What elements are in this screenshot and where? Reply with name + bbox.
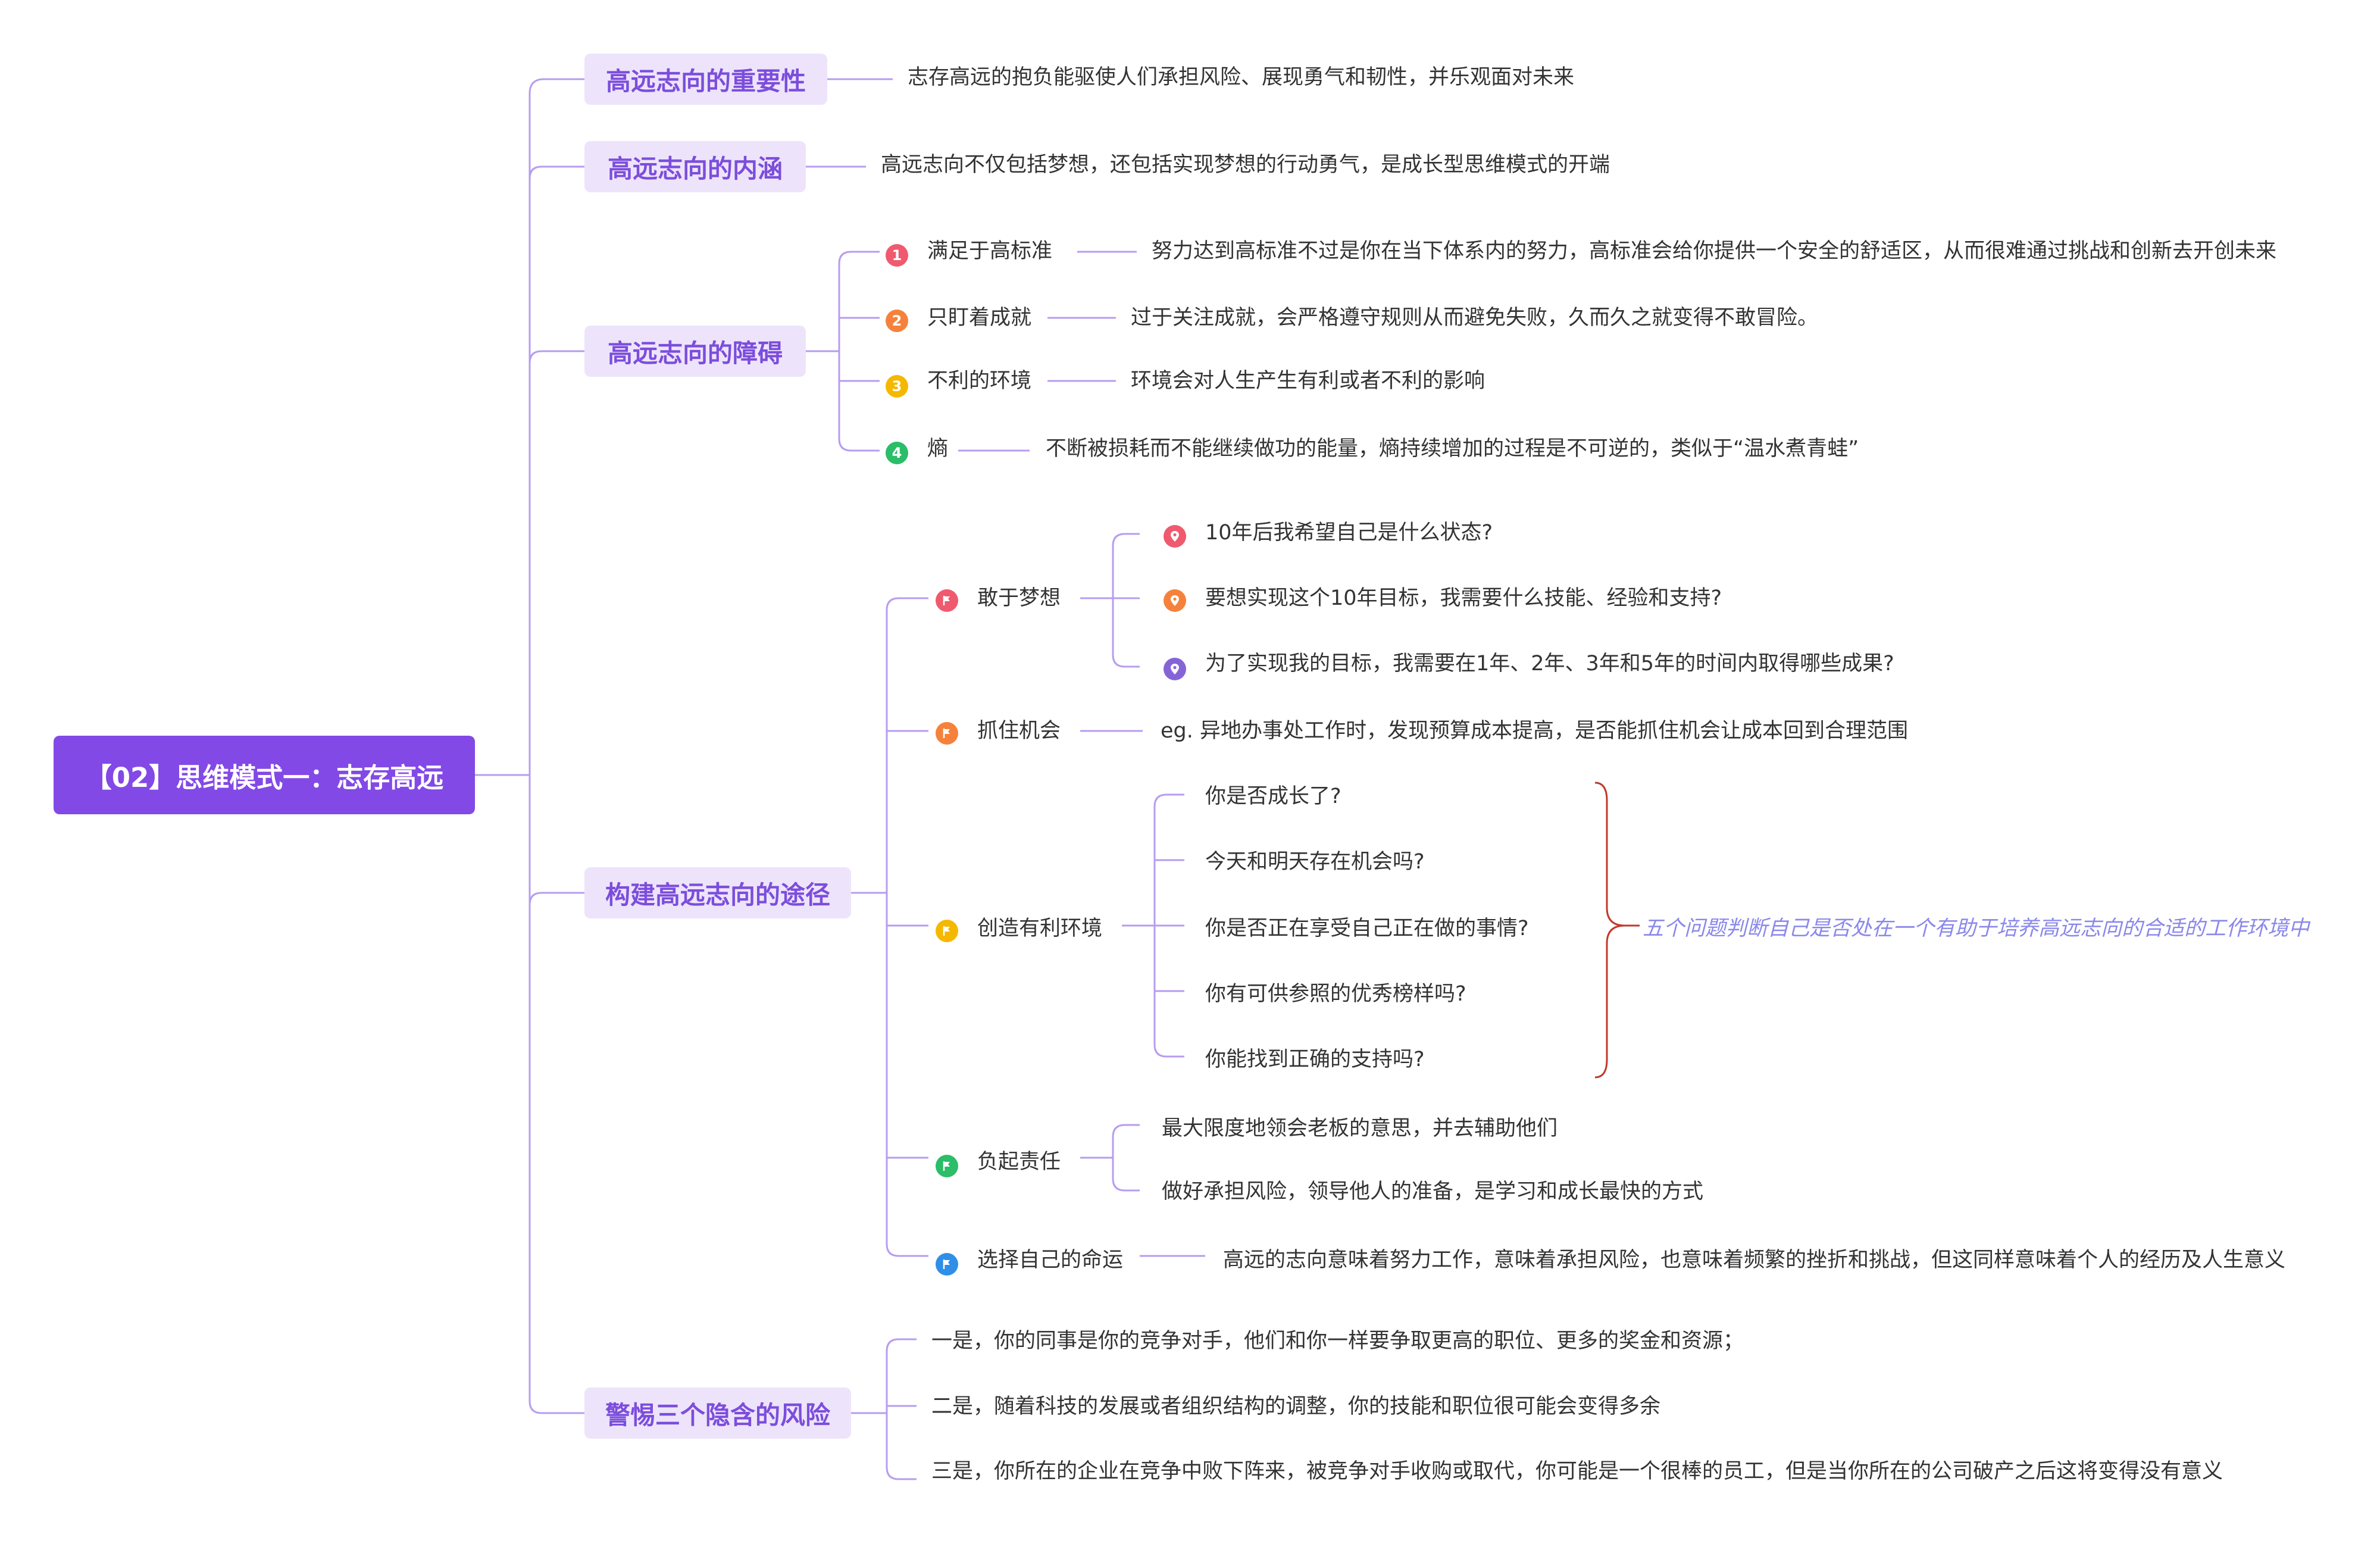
flag-icon bbox=[936, 1155, 958, 1177]
path-opportunity-label[interactable]: 抓住机会 bbox=[977, 719, 1061, 743]
path-environment-label[interactable]: 创造有利环境 bbox=[977, 917, 1103, 940]
number-2-icon: 2 bbox=[886, 310, 908, 332]
flag-icon bbox=[936, 722, 958, 745]
branch-risks[interactable]: 警惕三个隐含的风险 bbox=[584, 1387, 851, 1439]
risk-item: 二是，随着科技的发展或者组织结构的调整，你的技能和职位很可能会变得多余 bbox=[931, 1395, 1661, 1418]
pin-icon bbox=[1164, 525, 1186, 548]
flag-icon bbox=[936, 1253, 958, 1276]
obstacle-desc: 不断被损耗而不能继续做功的能量，熵持续增加的过程是不可逆的，类似于“温水煮青蛙” bbox=[1046, 437, 1859, 461]
environment-question: 你有可供参照的优秀榜样吗? bbox=[1205, 982, 1466, 1006]
branch-meaning[interactable]: 高远志向的内涵 bbox=[584, 141, 806, 192]
environment-question: 你是否成长了? bbox=[1205, 785, 1341, 808]
destiny-desc: 高远的志向意味着努力工作，意味着承担风险，也意味着频繁的挫折和挑战，但这同样意味… bbox=[1223, 1248, 2286, 1272]
responsibility-item: 最大限度地领会老板的意思，并去辅助他们 bbox=[1162, 1117, 1558, 1140]
flag-icon bbox=[936, 920, 958, 942]
number-3-icon: 3 bbox=[886, 375, 908, 398]
obstacle-label[interactable]: 熵 bbox=[927, 437, 949, 461]
pin-icon bbox=[1164, 658, 1186, 680]
risk-item: 三是，你所在的企业在竞争中败下阵来，被竞争对手收购或取代，你可能是一个很棒的员工… bbox=[931, 1460, 2223, 1483]
obstacle-desc: 过于关注成就，会严格遵守规则从而避免失败，久而久之就变得不敢冒险。 bbox=[1131, 306, 1819, 330]
path-dream-label[interactable]: 敢于梦想 bbox=[977, 586, 1061, 610]
dream-question: 要想实现这个10年目标，我需要什么技能、经验和支持? bbox=[1205, 586, 1722, 610]
obstacle-label[interactable]: 只盯着成就 bbox=[927, 306, 1032, 330]
importance-desc: 志存高远的抱负能驱使人们承担风险、展现勇气和韧性，并乐观面对未来 bbox=[908, 65, 1575, 89]
dream-question: 10年后我希望自己是什么状态? bbox=[1205, 521, 1493, 545]
branch-importance[interactable]: 高远志向的重要性 bbox=[584, 54, 827, 105]
responsibility-item: 做好承担风险，领导他人的准备，是学习和成长最快的方式 bbox=[1162, 1180, 1704, 1204]
branch-paths[interactable]: 构建高远志向的途径 bbox=[584, 867, 851, 918]
number-4-icon: 4 bbox=[886, 442, 908, 464]
obstacle-label[interactable]: 满足于高标准 bbox=[927, 239, 1053, 263]
path-responsibility-label[interactable]: 负起责任 bbox=[977, 1150, 1061, 1174]
branch-obstacles[interactable]: 高远志向的障碍 bbox=[584, 326, 806, 377]
environment-question: 今天和明天存在机会吗? bbox=[1205, 850, 1425, 874]
dream-question: 为了实现我的目标，我需要在1年、2年、3年和5年的时间内取得哪些成果? bbox=[1205, 652, 1894, 676]
pin-icon bbox=[1164, 589, 1186, 612]
obstacle-label[interactable]: 不利的环境 bbox=[927, 369, 1032, 393]
summary-brace bbox=[1594, 782, 1625, 1079]
path-destiny-label[interactable]: 选择自己的命运 bbox=[977, 1248, 1124, 1272]
number-1-icon: 1 bbox=[886, 244, 908, 267]
environment-summary: 五个问题判断自己是否处在一个有助于培养高远志向的合适的工作环境中 bbox=[1643, 917, 2310, 940]
risk-item: 一是，你的同事是你的竞争对手，他们和你一样要争取更高的职位、更多的奖金和资源； bbox=[931, 1329, 1744, 1353]
meaning-desc: 高远志向不仅包括梦想，还包括实现梦想的行动勇气，是成长型思维模式的开端 bbox=[881, 153, 1610, 177]
root-topic[interactable]: 【02】思维模式一：志存高远 bbox=[54, 736, 475, 814]
opportunity-desc: eg. 异地办事处工作时，发现预算成本提高，是否能抓住机会让成本回到合理范围 bbox=[1161, 719, 1909, 743]
environment-question: 你能找到正确的支持吗? bbox=[1205, 1048, 1425, 1071]
obstacle-desc: 努力达到高标准不过是你在当下体系内的努力，高标准会给你提供一个安全的舒适区，从而… bbox=[1152, 239, 2277, 263]
environment-question: 你是否正在享受自己正在做的事情? bbox=[1205, 917, 1529, 940]
obstacle-desc: 环境会对人生产生有利或者不利的影响 bbox=[1131, 369, 1485, 393]
flag-icon bbox=[936, 589, 958, 612]
